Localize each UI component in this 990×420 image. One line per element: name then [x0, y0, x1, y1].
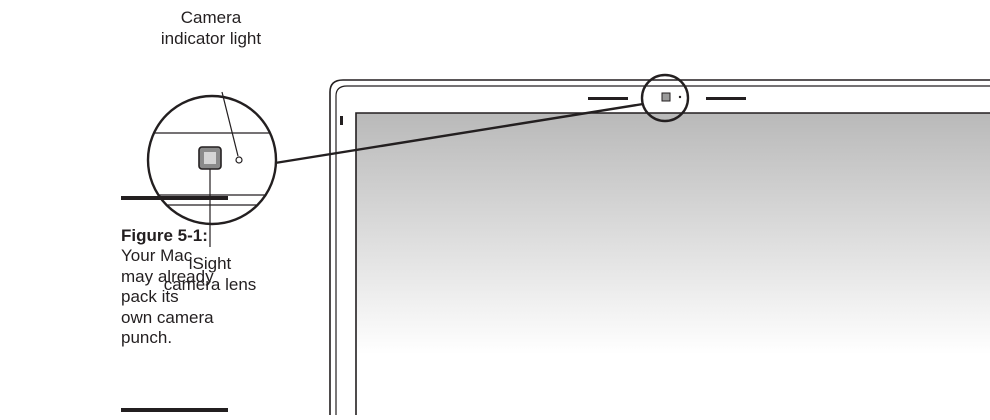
camera-lens-callout: iSight camera lens	[130, 253, 290, 295]
caption-rule-top	[121, 196, 228, 200]
indicator-light-callout-line-2: indicator light	[160, 29, 262, 48]
display-screen-border	[355, 112, 990, 415]
bezel-slit-left	[588, 97, 628, 100]
indicator-light-callout-line-1: Camera	[180, 8, 242, 27]
zoom-connector-line	[274, 102, 644, 165]
laptop-bezel-inner	[335, 85, 990, 415]
zoom-circle-outline	[146, 94, 278, 226]
caption-line: pack its	[121, 287, 179, 306]
display-screen	[356, 113, 990, 415]
zoom-detail	[148, 96, 276, 224]
bezel-slit-right	[706, 97, 746, 100]
bezel-indicator-light-icon	[678, 95, 682, 99]
caption-line: Your Mac	[121, 246, 193, 265]
indicator-light-callout: Camera indicator light	[131, 7, 291, 49]
caption-line: may already	[121, 266, 214, 286]
figure-label: Figure 5-1:	[121, 226, 208, 245]
indicator-light-leader	[221, 91, 239, 157]
camera-lens-callout-line-2: camera lens	[163, 275, 257, 294]
camera-lens-callout-line-1: iSight	[188, 254, 232, 273]
bezel-side-mark-left	[340, 116, 343, 125]
caption-line: punch.	[121, 328, 173, 347]
laptop-bezel-outer	[329, 79, 990, 415]
camera-highlight-circle	[640, 73, 690, 123]
caption-line: own camera	[121, 307, 214, 327]
figure-caption: Figure 5-1: Your Mac may already pack it…	[121, 226, 231, 349]
caption-rule-bottom	[121, 408, 228, 412]
zoom-indicator-light-icon	[235, 156, 243, 164]
bezel-camera-lens-icon	[661, 92, 671, 102]
